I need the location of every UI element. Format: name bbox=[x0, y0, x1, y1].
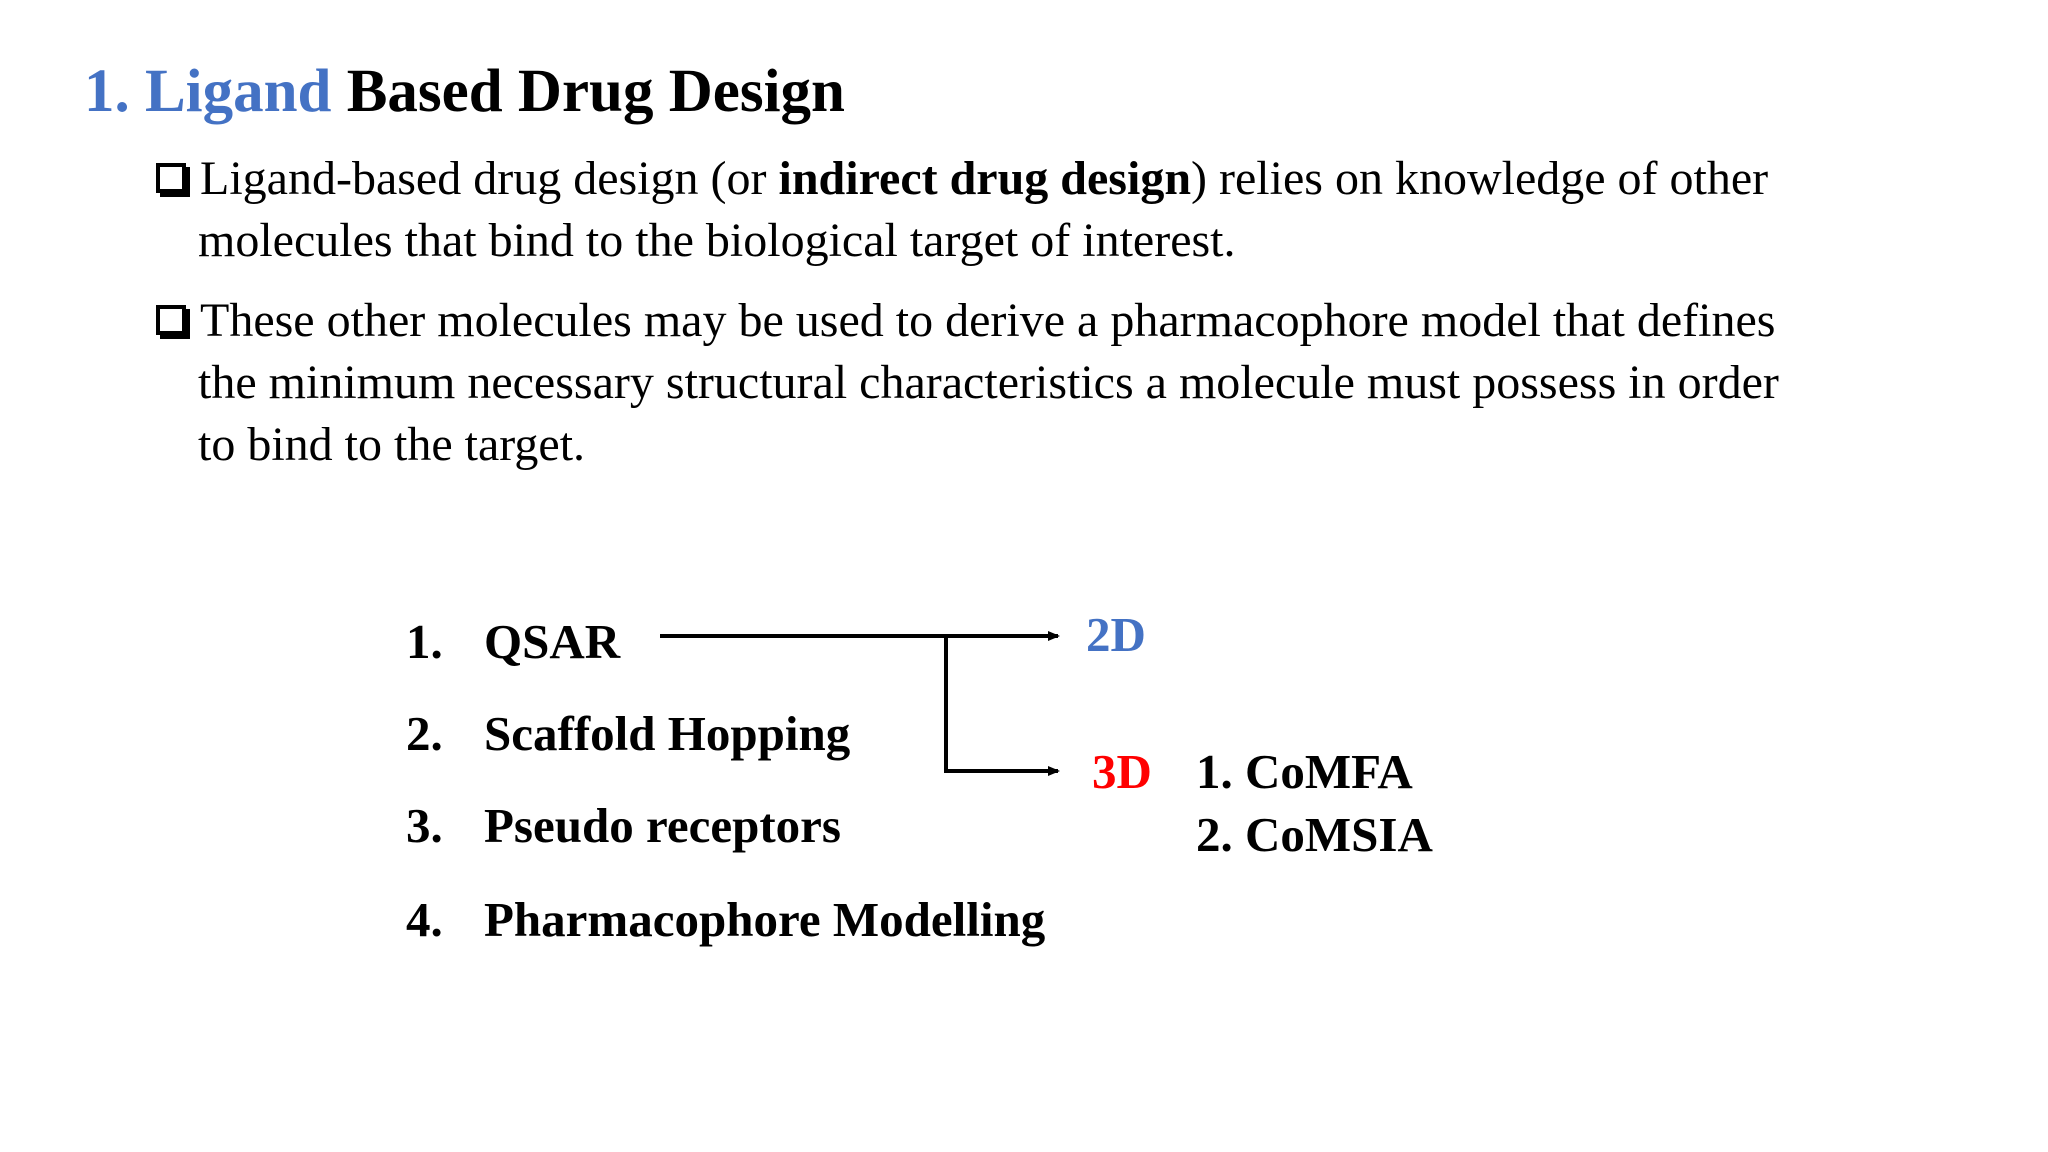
label-3d: 3D bbox=[1092, 744, 1152, 799]
bullet-text: These other molecules may be used to der… bbox=[156, 290, 1936, 476]
label-2d: 2D bbox=[1086, 607, 1146, 662]
method-item-pharmacophore-modelling: 4. Pharmacophore Modelling bbox=[406, 890, 1045, 950]
bullet-line: These other molecules may be used to der… bbox=[200, 294, 1776, 347]
slide-title: 1. Ligand Based Drug Design bbox=[84, 52, 845, 132]
title-accent-word: Ligand bbox=[145, 58, 332, 125]
method-number: 4. bbox=[406, 892, 443, 947]
bullet-line: molecules that bind to the biological ta… bbox=[198, 214, 1236, 267]
method-label: Pharmacophore Modelling bbox=[484, 892, 1046, 947]
method-number: 3. bbox=[406, 798, 443, 853]
method-item-pseudo-receptors: 3. Pseudo receptors bbox=[406, 796, 841, 856]
method-item-scaffold-hopping: 2. Scaffold Hopping bbox=[406, 704, 850, 764]
bullet-pharmacophore-model: These other molecules may be used to der… bbox=[156, 290, 1936, 476]
bullet-line: Ligand-based drug design (or indirect dr… bbox=[200, 152, 1769, 205]
method-number: 1. bbox=[406, 614, 443, 669]
bullet-ligand-based-definition: Ligand-based drug design (or indirect dr… bbox=[156, 148, 1936, 272]
method-item-qsar: 1. QSAR bbox=[406, 612, 620, 672]
title-rest: Based Drug Design bbox=[346, 58, 845, 125]
method-label: Scaffold Hopping bbox=[484, 706, 851, 761]
method-label: Pseudo receptors bbox=[484, 798, 841, 853]
checkbox-bullet-icon bbox=[156, 305, 186, 335]
3d-method-comsia: 2. CoMSIA bbox=[1196, 807, 1433, 862]
title-number: 1. bbox=[84, 58, 130, 125]
method-number: 2. bbox=[406, 706, 443, 761]
checkbox-bullet-icon bbox=[156, 163, 186, 193]
bullet-line: the minimum necessary structural charact… bbox=[198, 356, 1779, 409]
3d-method-comfa: 1. CoMFA bbox=[1196, 744, 1413, 799]
bullet-text: Ligand-based drug design (or indirect dr… bbox=[156, 148, 1936, 272]
bold-term: indirect drug design bbox=[778, 152, 1192, 205]
bullet-line: to bind to the target. bbox=[198, 418, 586, 471]
method-label: QSAR bbox=[484, 614, 621, 669]
